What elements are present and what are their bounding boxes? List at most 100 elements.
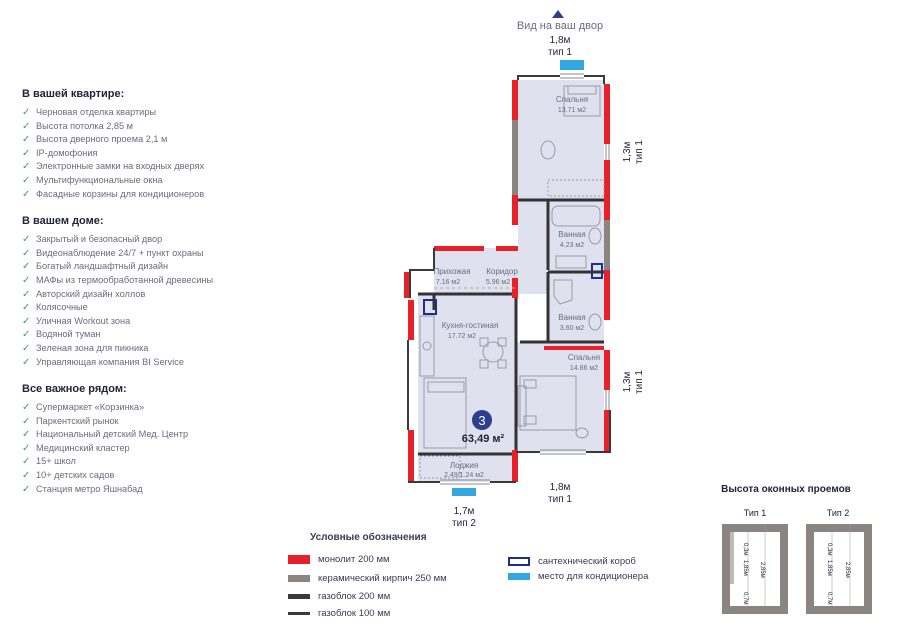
nearby-item: ✓ 10+ детских садов [22, 469, 282, 483]
room-5-name: Ванная [558, 313, 585, 322]
monolith-walls [404, 80, 610, 482]
check-icon: ✓ [22, 470, 31, 482]
room-1-area: 13.71 м2 [558, 107, 586, 114]
apartment-item: ✓IP-домофония [22, 147, 282, 161]
view-label: Вид на ваш двор [517, 20, 603, 32]
apartment-item: ✓Мультифункциональные окна [22, 174, 282, 188]
check-icon: ✓ [22, 302, 31, 314]
wtype-1-dim-2: 1,85м [742, 560, 748, 576]
house-item-label: Богатый ландшафтный дизайн [36, 261, 169, 272]
nearby-item: ✓ Станция метро Яшнабад [22, 483, 282, 497]
legend-swatch-monolith [288, 555, 310, 564]
nearby-item: ✓Национальный детский Мед. Центр [22, 428, 282, 442]
room-3-name: Прихожая [433, 267, 470, 276]
room-7-area: 14.86 м2 [570, 365, 598, 372]
nearby-item-label: Паркентский рынок [36, 415, 119, 426]
house-item-label: Зеленая зона для пикника [36, 342, 149, 353]
room-6-name: Кухня-гостиная [442, 321, 499, 330]
check-icon: ✓ [22, 120, 31, 132]
rooms-count: 3 [478, 413, 485, 428]
apartment-item: ✓ Высота потолка 2,85 м [22, 120, 282, 134]
nearby-item: ✓Медицинский кластер [22, 442, 282, 456]
window-2-size: 1,3м [622, 141, 633, 162]
nearby-section: Все важное рядом: ✓Супермаркет «Корзинка… [22, 383, 282, 496]
legend-label-gasblock-100: газоблок 100 мм [318, 608, 391, 619]
window-4-size: 1,8м [550, 482, 571, 493]
house-item-label: Водяной туман [36, 329, 101, 340]
check-icon: ✓ [22, 442, 31, 454]
check-icon: ✓ [22, 402, 31, 414]
window-frames [440, 73, 610, 485]
legend-swatch-gasblock-100 [288, 612, 310, 615]
check-icon: ✓ [22, 456, 31, 468]
house-item: ✓ Зеленая зона для пикника [22, 342, 282, 356]
legend-swatch-ac [508, 573, 530, 580]
legend-label-brick: керамический кирпич 250 мм [318, 573, 447, 584]
nearby-item-label: 15+ школ [36, 456, 76, 467]
legend-label-monolith: монолит 200 мм [318, 554, 390, 565]
wtype-2-dim-3: 0,7м [826, 592, 832, 604]
room-6-area: 17.72 м2 [448, 333, 476, 340]
window-heights-title: Высота оконных проемов [721, 484, 851, 495]
house-item-label: Уличная Workout зона [36, 315, 131, 326]
brick-wall-2 [604, 220, 610, 270]
check-icon: ✓ [22, 342, 31, 354]
house-item-label: МАФы из термообработанной древесины [36, 274, 214, 285]
apartment-title: В вашей квартире: [22, 88, 125, 100]
house-item: ✓ Управляющая компания BI Service [22, 356, 282, 370]
wtype-1-total: 2,85м [759, 562, 765, 578]
check-icon: ✓ [22, 415, 31, 427]
total-area: 63,49 м² [462, 433, 505, 445]
apartment-section: В вашей квартире: ✓Черновая отделка квар… [22, 88, 282, 201]
nearby-item-label: Станция метро Яшнабад [36, 483, 143, 494]
house-item-label: Колясочные [36, 302, 88, 313]
window-4-type: тип 1 [548, 494, 572, 505]
apartment-item: ✓Электронные замки на входных дверях [22, 160, 282, 174]
check-icon: ✓ [22, 174, 31, 186]
check-icon: ✓ [22, 329, 31, 341]
room-7-name: Спальня [568, 353, 600, 362]
check-icon: ✓ [22, 161, 31, 173]
legend-label-ac: место для кондиционера [538, 571, 649, 582]
wtype-1-dim-3: 0,7м [742, 592, 748, 604]
room-4-name: Коридор [486, 267, 518, 276]
house-item: ✓ МАФы из термообработанной древесины [22, 274, 282, 288]
brick-wall [512, 120, 518, 195]
apartment-item-label: Высота потолка 2,85 м [36, 120, 133, 131]
apartment-item-label: IP-домофония [36, 147, 98, 158]
legend-ac: место для кондиционера [508, 571, 648, 582]
nearby-item-label: 10+ детских садов [36, 470, 115, 481]
ac-place-2 [452, 488, 476, 496]
wtype-2-name: Тип 2 [827, 508, 850, 518]
window-5-size: 1,7м [454, 506, 475, 517]
house-item-label: Управляющая компания BI Service [36, 356, 184, 367]
nearby-item: ✓ Паркентский рынок [22, 415, 282, 429]
legend-title: Условные обозначения [310, 532, 427, 543]
apartment-item: ✓Черновая отделка квартиры [22, 106, 282, 120]
apartment-item: ✓Высота дверного проема 2,1 м [22, 133, 282, 147]
window-2-type: тип 1 [634, 140, 645, 164]
check-icon: ✓ [22, 356, 31, 368]
room-2-name: Ванная [558, 230, 585, 239]
house-item: ✓Авторский дизайн холлов [22, 288, 282, 302]
outline-walls [407, 75, 611, 483]
apartment-item-label: Черновая отделка квартиры [36, 107, 157, 117]
legend-label-gasblock-200: газоблок 200 мм [318, 591, 391, 602]
apartment-item-label: Высота дверного проема 2,1 м [36, 134, 168, 145]
room-labels: Спальня 13.71 м2 Ванная 4.23 м2 Прихожая… [433, 95, 600, 479]
room-4-area: 5.96 м2 [486, 279, 510, 286]
window-5-type: тип 2 [452, 518, 476, 529]
house-item: ✓Богатый ландшафтный дизайн [22, 260, 282, 274]
inner-walls [418, 198, 604, 456]
apartment-item: ✓Фасадные корзины для кондиционеров [22, 188, 282, 202]
window-3-type: тип 1 [634, 370, 645, 394]
check-icon: ✓ [22, 274, 31, 286]
legend-label-plumbing: сантехнический короб [538, 556, 636, 567]
check-icon: ✓ [22, 483, 31, 495]
house-section: В вашем доме: ✓Закрытый и безопасный дво… [22, 215, 282, 369]
house-item: ✓ Колясочные [22, 301, 282, 315]
window-dims: 1,8м тип 1 1,3м тип 1 1,3м тип 1 1,8м ти… [452, 35, 645, 529]
room-2-area: 4.23 м2 [560, 242, 584, 249]
check-icon: ✓ [22, 429, 31, 441]
